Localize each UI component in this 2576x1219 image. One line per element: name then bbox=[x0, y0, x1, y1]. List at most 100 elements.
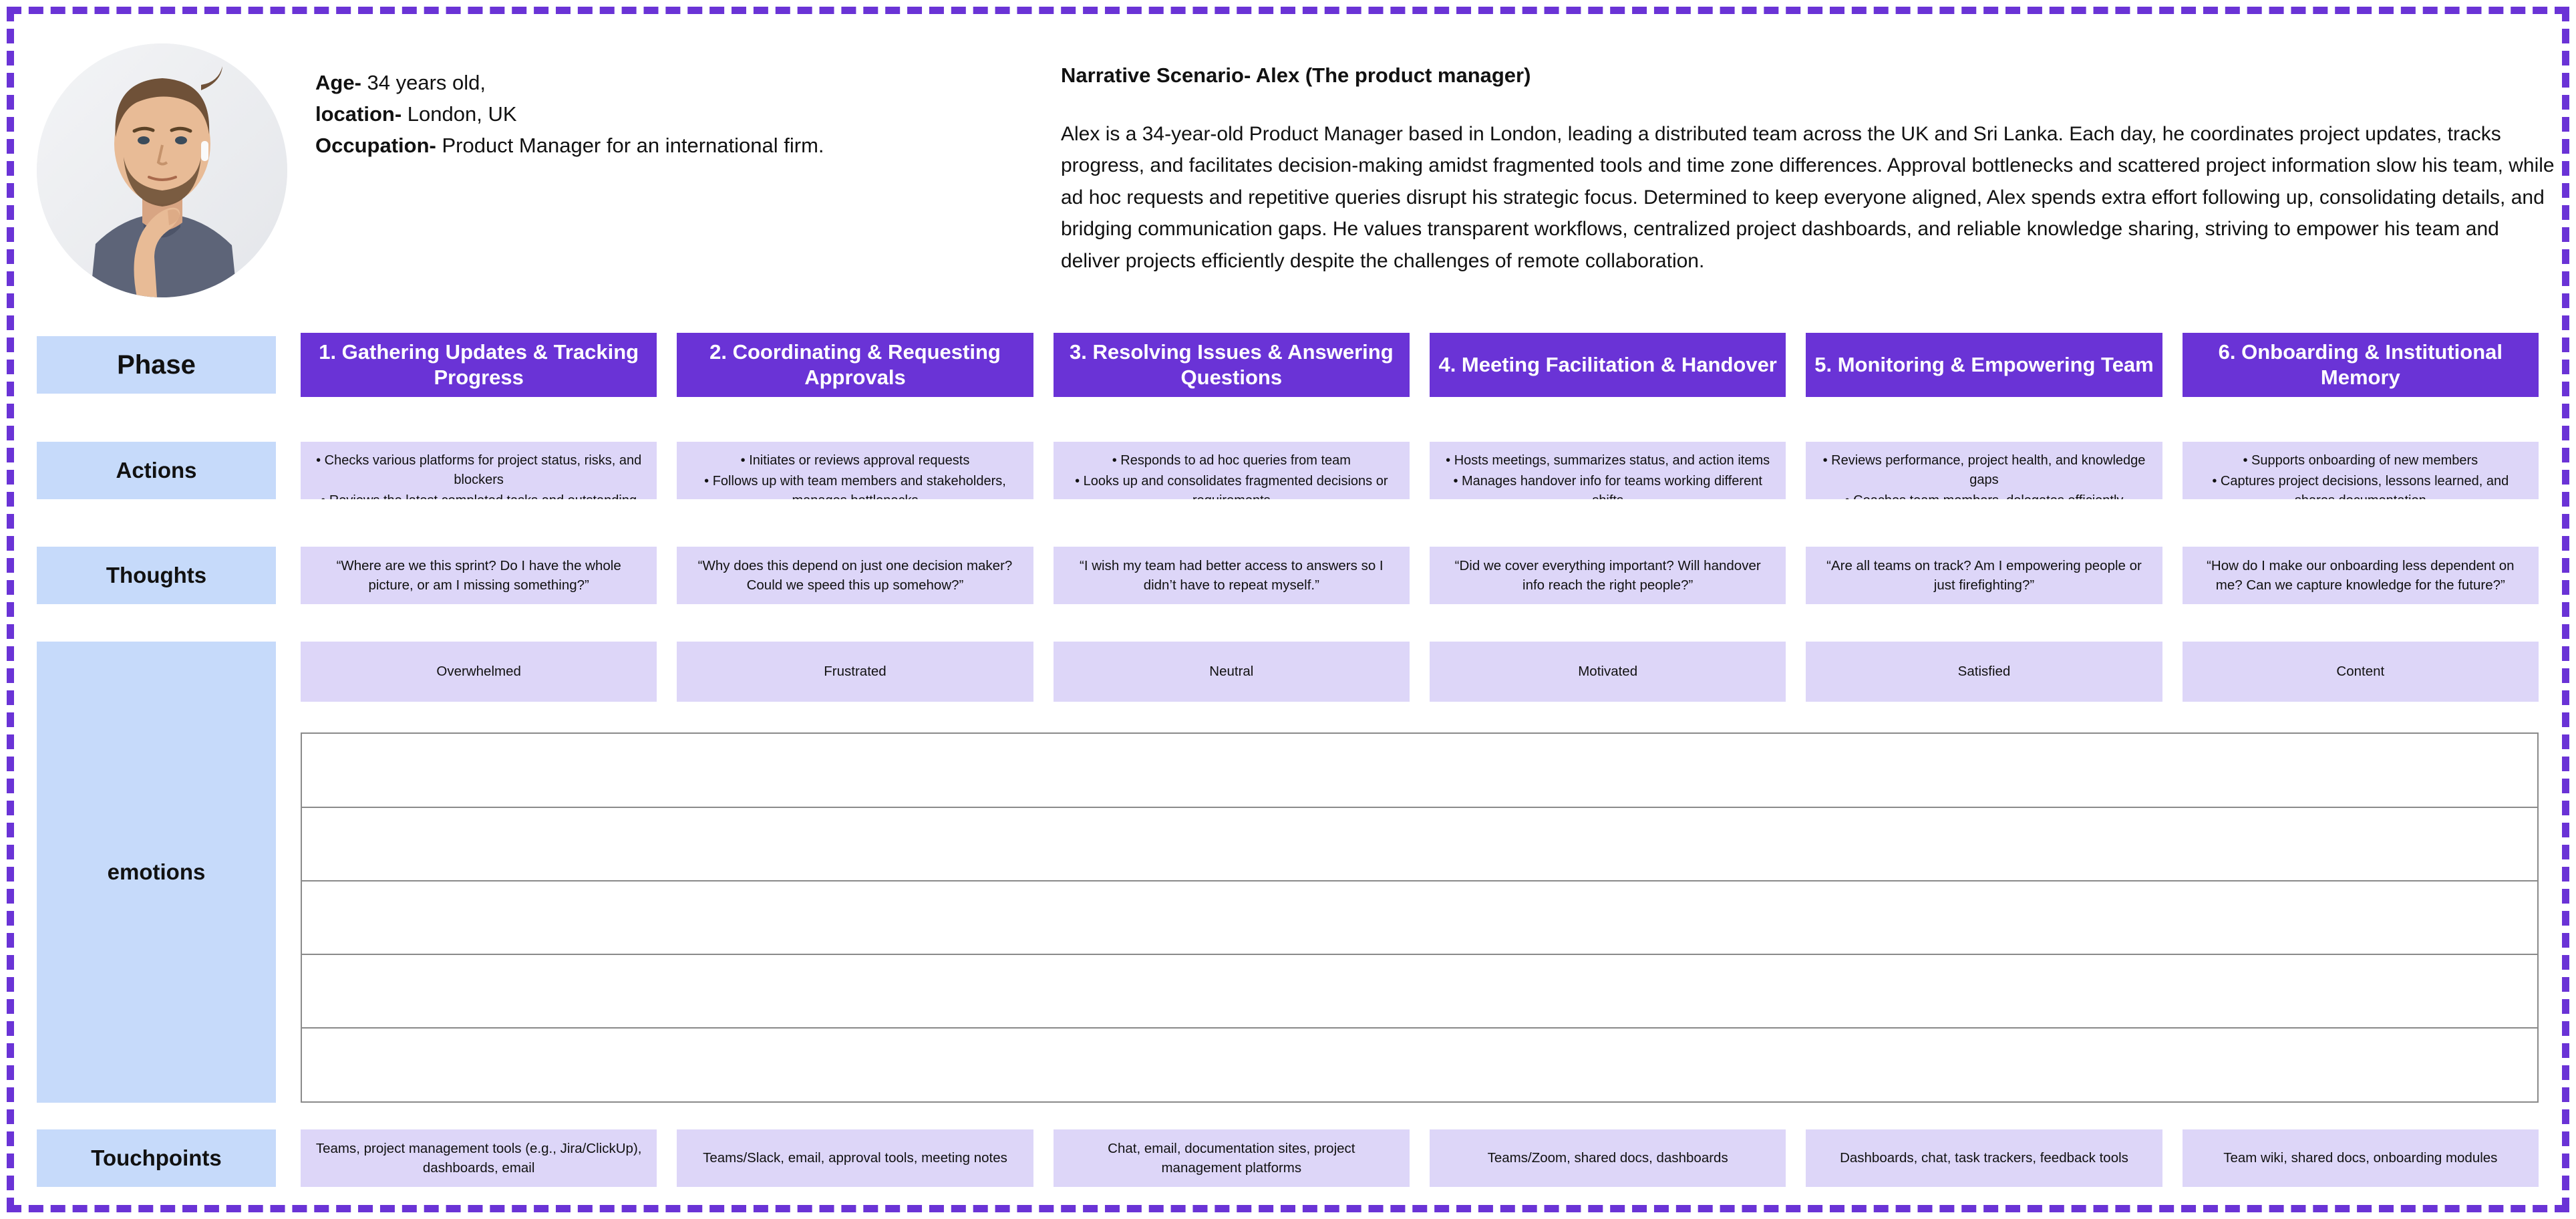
actions-list-item: • Follows up with team members and stake… bbox=[691, 472, 1018, 499]
chart-gridline bbox=[302, 954, 2537, 955]
actions-item-text: Follows up with team members and stakeho… bbox=[712, 473, 1006, 499]
thoughts-text: “I wish my team had better access to ans… bbox=[1080, 557, 1384, 593]
bullet-icon: • bbox=[1453, 473, 1462, 489]
thoughts-text: “How do I make our onboarding less depen… bbox=[2207, 557, 2515, 593]
persona-occupation-line: Occupation- Product Manager for an inter… bbox=[315, 130, 1037, 161]
thoughts-cell-2[interactable]: “Why does this depend on just one decisi… bbox=[677, 547, 1033, 604]
phase-header-1[interactable]: 1. Gathering Updates & Tracking Progress bbox=[301, 333, 657, 397]
emotion-journey-line bbox=[302, 734, 2537, 1101]
chart-gridline bbox=[302, 880, 2537, 882]
phase-header-label: 1. Gathering Updates & Tracking Progress bbox=[319, 340, 639, 389]
touchpoints-text: Team wiki, shared docs, onboarding modul… bbox=[2223, 1150, 2498, 1166]
phase-header-5[interactable]: 5. Monitoring & Empowering Team bbox=[1806, 333, 2162, 397]
mood-label: Neutral bbox=[1209, 664, 1254, 679]
persona-occupation-value: Product Manager for an international fir… bbox=[436, 134, 824, 158]
touchpoints-cell-3[interactable]: Chat, email, documentation sites, projec… bbox=[1053, 1129, 1410, 1187]
thoughts-cell-1[interactable]: “Where are we this sprint? Do I have the… bbox=[301, 547, 657, 604]
persona-age-line: Age- 34 years old, bbox=[315, 67, 1037, 98]
persona-location-label: location- bbox=[315, 102, 402, 126]
touchpoints-text: Chat, email, documentation sites, projec… bbox=[1108, 1140, 1355, 1176]
actions-list: • Responds to ad hoc queries from team• … bbox=[1068, 451, 1395, 499]
touchpoints-text: Teams/Slack, email, approval tools, meet… bbox=[703, 1150, 1007, 1166]
persona-facts: Age- 34 years old, location- London, UK … bbox=[315, 67, 1037, 161]
actions-list-item: • Responds to ad hoc queries from team bbox=[1068, 451, 1395, 470]
phase-header-4[interactable]: 4. Meeting Facilitation & Handover bbox=[1430, 333, 1786, 397]
bullet-icon: • bbox=[1112, 453, 1121, 468]
thoughts-text: “Are all teams on track? Am I empowering… bbox=[1826, 557, 2142, 593]
touchpoints-cell-5[interactable]: Dashboards, chat, task trackers, feedbac… bbox=[1806, 1129, 2162, 1187]
touchpoints-text: Dashboards, chat, task trackers, feedbac… bbox=[1840, 1150, 2128, 1166]
actions-list-item: • Initiates or reviews approval requests bbox=[691, 451, 1018, 470]
actions-item-text: Looks up and consolidates fragmented dec… bbox=[1083, 473, 1388, 499]
phase-header-label: 5. Monitoring & Empowering Team bbox=[1814, 353, 2154, 377]
actions-list-item: • Manages handover info for teams workin… bbox=[1444, 472, 1771, 499]
actions-list-item: • Reviews performance, project health, a… bbox=[1820, 451, 2147, 490]
chart-gridline bbox=[302, 1027, 2537, 1029]
phase-header-label: 2. Coordinating & Requesting Approvals bbox=[709, 340, 1001, 389]
bullet-icon: • bbox=[2212, 473, 2221, 489]
touchpoints-cell-6[interactable]: Team wiki, shared docs, onboarding modul… bbox=[2182, 1129, 2539, 1187]
narrative-title: Narrative Scenario- Alex (The product ma… bbox=[1061, 63, 1531, 87]
row-label-thoughts: Thoughts bbox=[37, 547, 276, 604]
actions-cell-1[interactable]: • Checks various platforms for project s… bbox=[301, 442, 657, 499]
bullet-icon: • bbox=[1446, 453, 1454, 468]
actions-item-text: Manages handover info for teams working … bbox=[1462, 473, 1762, 499]
actions-item-text: Captures project decisions, lessons lear… bbox=[2220, 473, 2509, 499]
phase-header-label: 6. Onboarding & Institutional Memory bbox=[2218, 340, 2503, 389]
touchpoints-cell-1[interactable]: Teams, project management tools (e.g., J… bbox=[301, 1129, 657, 1187]
thoughts-cell-3[interactable]: “I wish my team had better access to ans… bbox=[1053, 547, 1410, 604]
mood-cell-4[interactable]: Motivated bbox=[1430, 642, 1786, 702]
row-label-phase: Phase bbox=[37, 336, 276, 394]
bullet-icon: • bbox=[2243, 453, 2252, 468]
persona-header: Age- 34 years old, location- London, UK … bbox=[27, 27, 2555, 307]
actions-list: • Initiates or reviews approval requests… bbox=[691, 451, 1018, 499]
mood-label: Content bbox=[2336, 664, 2385, 679]
actions-cell-4[interactable]: • Hosts meetings, summarizes status, and… bbox=[1430, 442, 1786, 499]
actions-list: • Hosts meetings, summarizes status, and… bbox=[1444, 451, 1771, 499]
bullet-icon: • bbox=[740, 453, 750, 468]
actions-list: • Checks various platforms for project s… bbox=[315, 451, 642, 499]
actions-item-text: Responds to ad hoc queries from team bbox=[1120, 453, 1351, 468]
mood-cell-1[interactable]: Overwhelmed bbox=[301, 642, 657, 702]
phase-header-2[interactable]: 2. Coordinating & Requesting Approvals bbox=[677, 333, 1033, 397]
emotions-chart bbox=[301, 732, 2539, 1103]
thoughts-cell-6[interactable]: “How do I make our onboarding less depen… bbox=[2182, 547, 2539, 604]
thoughts-cell-4[interactable]: “Did we cover everything important? Will… bbox=[1430, 547, 1786, 604]
mood-label: Motivated bbox=[1578, 664, 1638, 679]
bullet-icon: • bbox=[321, 493, 329, 499]
bullet-icon: • bbox=[1822, 453, 1832, 468]
row-label-touchpoints: Touchpoints bbox=[37, 1129, 276, 1187]
actions-cell-2[interactable]: • Initiates or reviews approval requests… bbox=[677, 442, 1033, 499]
actions-item-text: Coaches team members, delegates efficien… bbox=[1853, 493, 2123, 499]
thoughts-text: “Did we cover everything important? Will… bbox=[1454, 557, 1761, 593]
mood-cell-3[interactable]: Neutral bbox=[1053, 642, 1410, 702]
touchpoints-cell-4[interactable]: Teams/Zoom, shared docs, dashboards bbox=[1430, 1129, 1786, 1187]
thoughts-text: “Where are we this sprint? Do I have the… bbox=[336, 557, 621, 593]
phase-header-6[interactable]: 6. Onboarding & Institutional Memory bbox=[2182, 333, 2539, 397]
mood-cell-5[interactable]: Satisfied bbox=[1806, 642, 2162, 702]
actions-list-item: • Looks up and consolidates fragmented d… bbox=[1068, 472, 1395, 499]
actions-item-text: Reviews the latest completed tasks and o… bbox=[329, 493, 637, 499]
persona-avatar bbox=[37, 43, 287, 297]
actions-list: • Reviews performance, project health, a… bbox=[1820, 451, 2147, 499]
mood-label: Overwhelmed bbox=[436, 664, 521, 679]
row-label-emotions: emotions bbox=[37, 642, 276, 1103]
actions-cell-6[interactable]: • Supports onboarding of new members• Ca… bbox=[2182, 442, 2539, 499]
mood-cell-6[interactable]: Content bbox=[2182, 642, 2539, 702]
phase-header-label: 3. Resolving Issues & Answering Question… bbox=[1069, 340, 1394, 389]
mood-label: Satisfied bbox=[1957, 664, 2011, 679]
chart-gridline bbox=[302, 807, 2537, 808]
persona-age-label: Age- bbox=[315, 71, 361, 94]
actions-list-item: • Supports onboarding of new members bbox=[2197, 451, 2524, 470]
touchpoints-cell-2[interactable]: Teams/Slack, email, approval tools, meet… bbox=[677, 1129, 1033, 1187]
mood-cell-2[interactable]: Frustrated bbox=[677, 642, 1033, 702]
thoughts-cell-5[interactable]: “Are all teams on track? Am I empowering… bbox=[1806, 547, 2162, 604]
actions-cell-5[interactable]: • Reviews performance, project health, a… bbox=[1806, 442, 2162, 499]
persona-location-value: London, UK bbox=[401, 102, 517, 126]
row-label-actions: Actions bbox=[37, 442, 276, 499]
actions-cell-3[interactable]: • Responds to ad hoc queries from team• … bbox=[1053, 442, 1410, 499]
phase-header-3[interactable]: 3. Resolving Issues & Answering Question… bbox=[1053, 333, 1410, 397]
actions-list-item: • Hosts meetings, summarizes status, and… bbox=[1444, 451, 1771, 470]
touchpoints-text: Teams, project management tools (e.g., J… bbox=[315, 1140, 642, 1176]
